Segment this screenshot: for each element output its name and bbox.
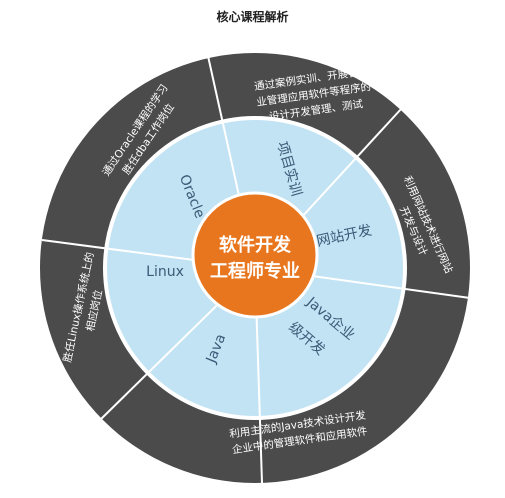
- topic-linux: Linux: [146, 264, 184, 280]
- core-line-2: 工程师专业: [210, 260, 300, 282]
- page-title: 核心课程解析: [216, 10, 289, 24]
- core-line-1: 软件开发: [219, 234, 292, 256]
- core-circle: [191, 191, 319, 319]
